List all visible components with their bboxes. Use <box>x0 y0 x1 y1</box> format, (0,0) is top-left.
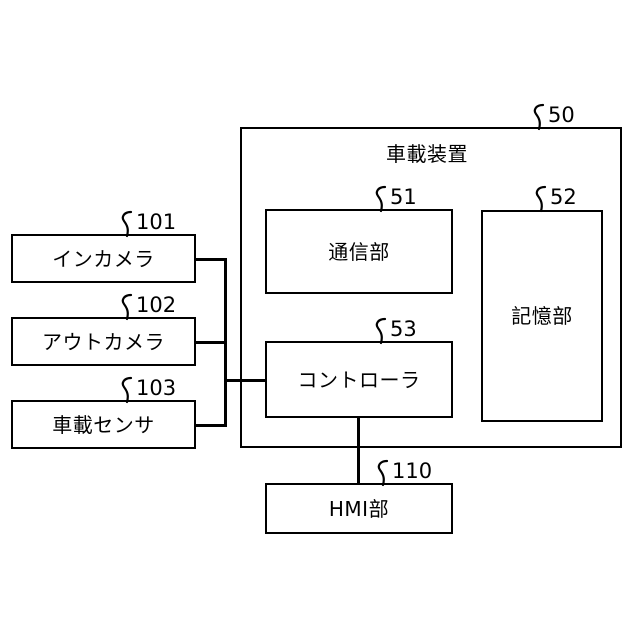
block-vehicle-sensor-label: 車載センサ <box>52 412 155 437</box>
block-hmi-unit-label: HMI部 <box>328 496 390 521</box>
controller-to-hmi-line <box>357 416 360 485</box>
block-storage-unit[interactable]: 記憶部 <box>481 210 603 422</box>
block-out-camera-label: アウトカメラ <box>42 329 165 354</box>
ref-numeral-51: 51 <box>390 185 417 209</box>
ref-numeral-53: 53 <box>390 317 417 341</box>
block-communication-unit[interactable]: 通信部 <box>265 209 453 294</box>
out-camera-connector-line <box>194 341 227 344</box>
block-in-camera-label: インカメラ <box>52 246 155 271</box>
ref-numeral-102: 102 <box>136 293 177 317</box>
onboard-device-title: 車載装置 <box>386 142 468 166</box>
ref-numeral-52: 52 <box>550 185 577 209</box>
block-in-camera[interactable]: インカメラ <box>11 234 196 283</box>
ref-numeral-50: 50 <box>548 103 575 127</box>
bus-to-controller-line <box>224 379 267 382</box>
in-camera-connector-line <box>194 258 227 261</box>
ref-numeral-103: 103 <box>136 376 177 400</box>
vehicle-sensor-connector-line <box>194 424 227 427</box>
ref-numeral-110: 110 <box>392 459 433 483</box>
block-hmi-unit[interactable]: HMI部 <box>265 483 453 534</box>
block-storage-unit-label: 記憶部 <box>511 304 573 328</box>
block-out-camera[interactable]: アウトカメラ <box>11 317 196 366</box>
block-controller-label: コントローラ <box>297 367 421 392</box>
block-controller[interactable]: コントローラ <box>265 341 453 418</box>
block-vehicle-sensor[interactable]: 車載センサ <box>11 400 196 449</box>
ref-numeral-101: 101 <box>136 210 177 234</box>
block-communication-unit-label: 通信部 <box>328 239 390 264</box>
